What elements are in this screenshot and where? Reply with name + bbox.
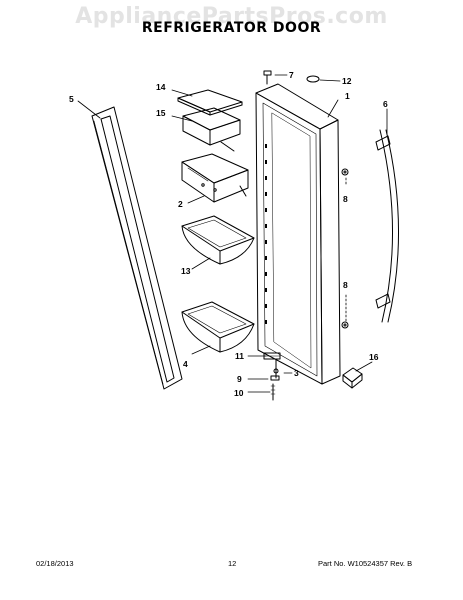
shelf-cover — [177, 89, 243, 116]
callout-4: 4 — [183, 359, 188, 369]
callout-14: 14 — [156, 82, 166, 92]
hinge-pin — [273, 359, 279, 379]
callout-2: 2 — [178, 199, 183, 209]
door-handle — [375, 129, 399, 323]
callout-3: 3 — [294, 368, 299, 378]
screw-7 — [263, 70, 272, 85]
callout-12: 12 — [342, 76, 352, 86]
upper-dairy-bin — [182, 107, 241, 152]
callout-6: 6 — [383, 99, 388, 109]
door-gasket — [91, 106, 183, 390]
callout-8-lower: 8 — [343, 280, 348, 290]
handle-screw-lower — [341, 321, 349, 329]
footer-date: 02/18/2013 — [36, 559, 74, 568]
callout-10: 10 — [234, 388, 244, 398]
callout-15: 15 — [156, 108, 166, 118]
callout-11: 11 — [235, 351, 244, 361]
callout-7: 7 — [289, 70, 294, 80]
plug-12 — [306, 75, 320, 83]
callout-9: 9 — [237, 374, 242, 384]
callout-13: 13 — [181, 266, 191, 276]
refrigerator-door — [255, 83, 341, 385]
door-bin-bottom — [181, 301, 255, 353]
callout-8-upper: 8 — [343, 194, 348, 204]
footer-part-number: Part No. W10524357 Rev. B — [318, 559, 413, 568]
handle-screw-upper — [341, 168, 349, 176]
hinge-screw — [270, 375, 280, 401]
watermark: AppliancePartsPros.com — [75, 4, 388, 29]
door-bin-large — [181, 215, 255, 265]
door-bin-small — [181, 153, 249, 203]
callout-1: 1 — [345, 91, 350, 101]
callout-5: 5 — [69, 94, 74, 104]
door-closer-cam — [342, 367, 363, 389]
leader-lines — [77, 74, 388, 393]
callout-16: 16 — [369, 352, 379, 362]
footer-page-number: 12 — [228, 559, 237, 568]
diagram-title: REFRIGERATOR DOOR — [141, 20, 322, 36]
